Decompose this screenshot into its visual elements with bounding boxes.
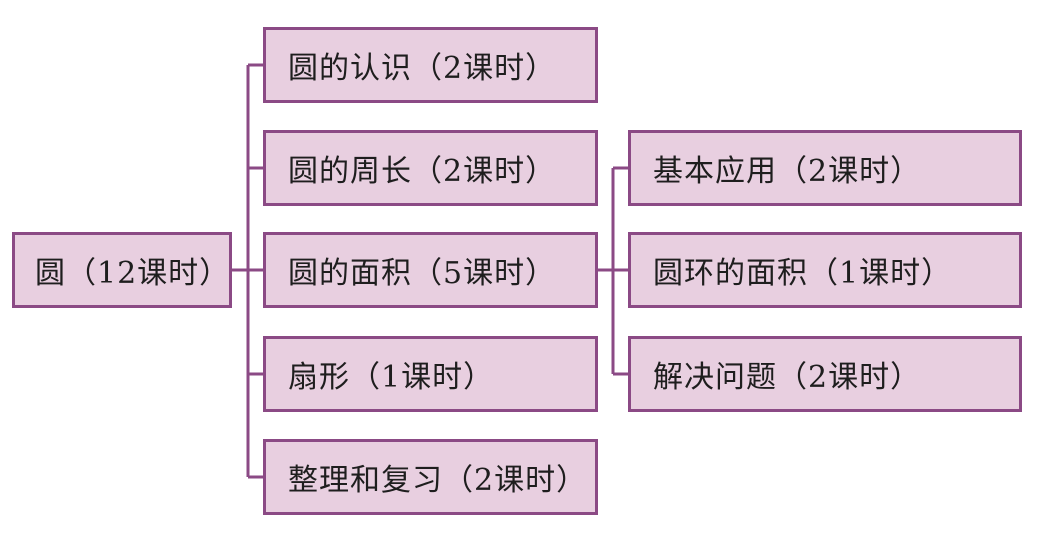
lesson-node-label: 圆的面积（5课时）	[288, 256, 557, 291]
lesson-node-sector: 扇形（1课时）	[263, 336, 598, 412]
subtopic-node-basic-application: 基本应用（2课时）	[628, 130, 1022, 206]
connector-lines	[232, 63, 628, 479]
root-node-label: 圆（12课时）	[35, 256, 231, 291]
lesson-node-label: 整理和复习（2课时）	[288, 463, 588, 498]
lesson-node-area: 圆的面积（5课时）	[263, 232, 598, 308]
lesson-node-understanding-circles: 圆的认识（2课时）	[263, 27, 598, 103]
subtopic-node-ring-area: 圆环的面积（1课时）	[628, 232, 1022, 308]
lesson-node-label: 圆的周长（2课时）	[288, 154, 557, 189]
subtopic-node-label: 圆环的面积（1课时）	[653, 256, 953, 291]
lesson-node-circumference: 圆的周长（2课时）	[263, 130, 598, 206]
lesson-node-label: 扇形（1课时）	[288, 360, 495, 395]
subtopic-node-label: 基本应用（2课时）	[653, 154, 922, 189]
lesson-node-label: 圆的认识（2课时）	[288, 51, 557, 86]
subtopic-node-problem-solving: 解决问题（2课时）	[628, 336, 1022, 412]
root-node-circle: 圆（12课时）	[12, 232, 232, 308]
subtopic-node-label: 解决问题（2课时）	[653, 360, 922, 395]
lesson-node-review: 整理和复习（2课时）	[263, 439, 598, 515]
